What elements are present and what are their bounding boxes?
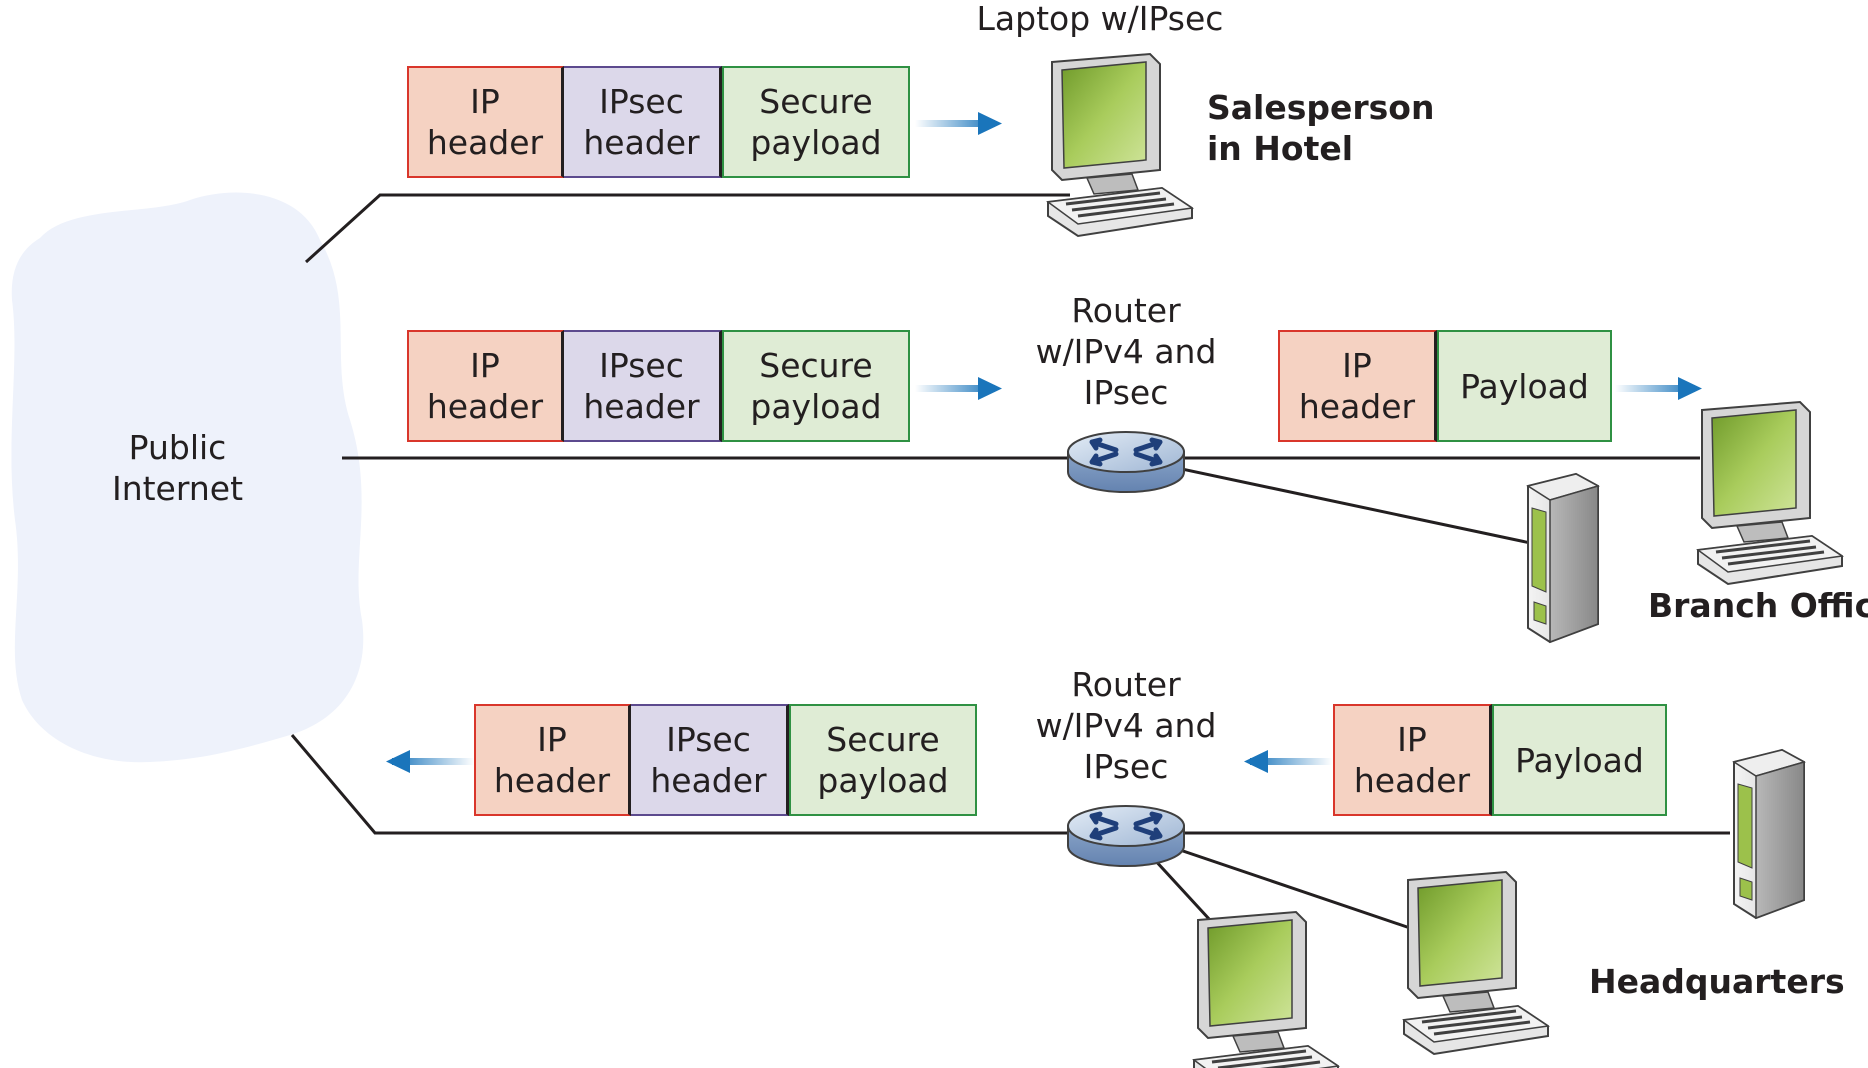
ipsec-datagram: IP header IPsec header Secure payload [407,66,910,178]
hq-server-icon [1733,749,1805,919]
ipsec-datagram: IP header IPsec header Secure payload [407,330,910,442]
hq-computer-icon [1192,910,1340,1068]
payload-field: Payload [1437,330,1612,442]
flow-arrows [386,112,1702,773]
laptop-caption: Laptop w/IPsec [976,0,1224,38]
arrow-right-icon [1615,377,1702,400]
link-hotel [304,193,1070,264]
ipsec-header-field: IPsec header [564,66,722,178]
secure-payload-field: Secure payload [722,330,910,442]
site-label-hq: Headquarters [1589,962,1845,1001]
router-label: Router w/IPv4 and IPsec [1035,291,1217,412]
router-icon [1068,806,1184,866]
router-label: Router w/IPv4 and IPsec [1035,665,1217,786]
link-hq [290,734,1730,835]
ipsec-header-field: IPsec header [631,704,789,816]
ip-header-field: IP header [1333,704,1492,816]
arrow-right-icon [915,377,1002,400]
branch-server-icon [1527,473,1599,643]
ip-header-field: IP header [407,66,564,178]
ipsec-datagram: IP header IPsec header Secure payload [474,704,977,816]
ip-header-field: IP header [1278,330,1437,442]
secure-payload-field: Secure payload [789,704,977,816]
payload-field: Payload [1492,704,1667,816]
site-label-hotel: Salesperson in Hotel [1207,88,1435,168]
ipsec-header-field: IPsec header [564,330,722,442]
ip-header-field: IP header [407,330,564,442]
arrow-left-icon [1244,750,1332,773]
branch-computer-icon [1696,400,1844,586]
site-label-branch: Branch Office [1648,586,1868,625]
link-lines [290,193,1730,930]
plain-datagram: IP header Payload [1278,330,1612,442]
hq-computer-icon [1402,870,1550,1056]
public-internet-cloud [11,192,364,763]
ip-header-field: IP header [474,704,631,816]
router-icon [1068,432,1184,492]
link-branch-server [1129,456,1541,547]
secure-payload-field: Secure payload [722,66,910,178]
cloud-label: Public Internet [111,428,244,508]
plain-datagram: IP header Payload [1333,704,1667,816]
laptop-computer-icon [1046,52,1194,238]
arrow-right-icon [915,112,1002,135]
arrow-left-icon [386,750,474,773]
